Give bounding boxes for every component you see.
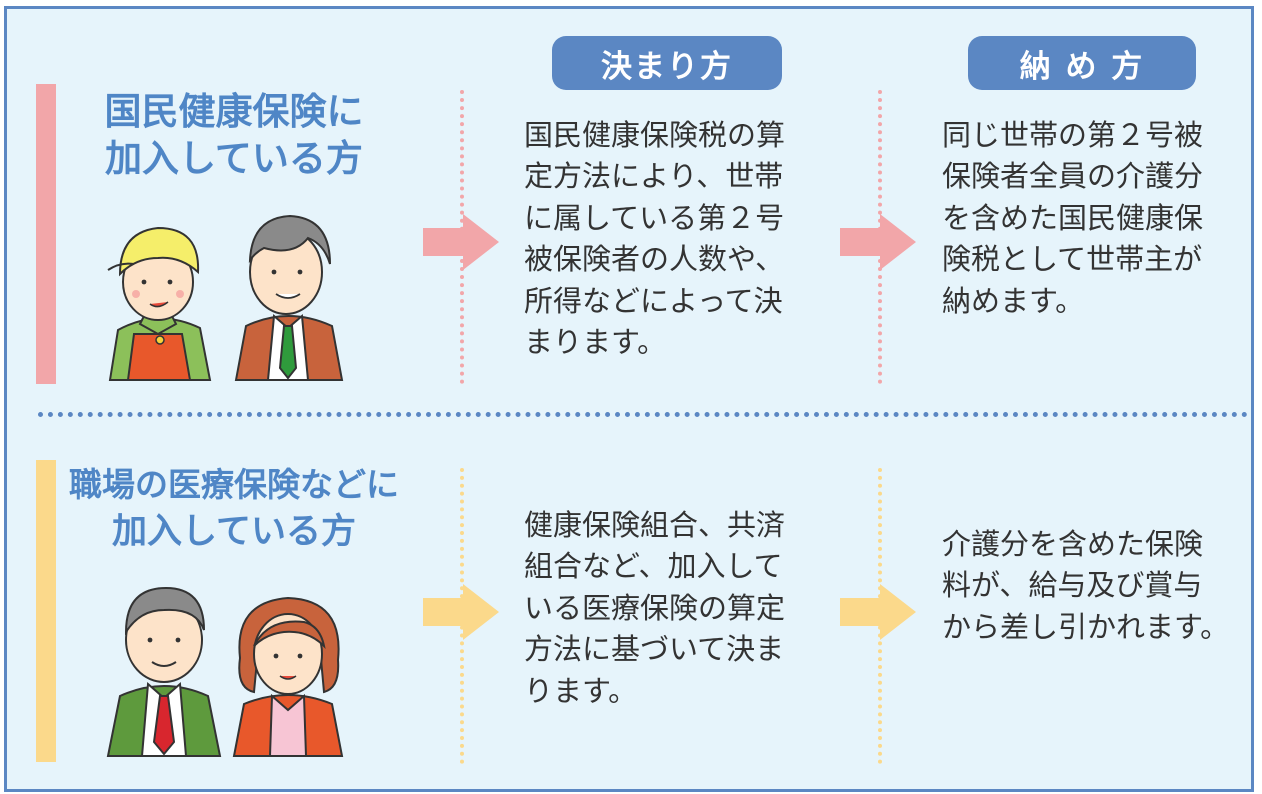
text-line: 国民健康保険税の算 [524,118,786,152]
elderly-man-icon [234,214,344,381]
header-payment: 納 め 方 [968,36,1196,90]
text-line: 納めます。 [942,283,1085,318]
text-line: 料が、給与及び賞与 [942,568,1203,603]
text-line: まります。 [524,325,667,360]
text-line: から差し引かれます。 [942,609,1230,644]
row1-title-line: 国民健康保険に [104,90,364,133]
row1-title-line: 加入している方 [105,137,363,181]
text-line: 被保険者の人数や、 [524,242,785,277]
text-line: に属している第２号 [524,200,785,235]
woman-icon [232,596,344,757]
row2-title-line: 加入している方 [112,511,356,552]
diagram-frame [4,6,1254,792]
row2-title-line: 職場の医療保険などに [69,465,399,504]
right-arrow-icon [840,584,916,640]
header-determination: 決まり方 [552,36,782,90]
row1-accent-bar [36,84,56,384]
text-line: 保険者全員の介護分 [942,159,1204,194]
text-line: 険税として世帯主が [942,242,1203,277]
row1-title: 国民健康保険に 加入している方 [64,88,404,183]
text-line: 介護分を含めた保険 [942,527,1204,561]
row1-payment-text: 同じ世帯の第２号被 保険者全員の介護分 を含めた国民健康保 険税として世帯主が … [942,115,1203,322]
woman-with-cap-icon [107,226,212,381]
row2-determination-text: 健康保険組合、共済 組合など、加入して いる医療保険の算定 方法に基づいて決ま … [524,505,785,712]
row2-accent-bar [36,460,56,762]
text-line: 定方法により、世帯 [524,159,784,194]
row1-determination-text: 国民健康保険税の算 定方法により、世帯 に属している第２号 被保険者の人数や、 … [524,115,785,364]
man-in-suit-icon [106,586,222,757]
text-line: 所得などによって決 [524,283,783,318]
row2-title: 職場の医療保険などに 加入している方 [64,462,404,556]
text-line: いる医療保険の算定 [524,590,786,625]
text-line: ります。 [524,673,638,708]
text-line: 健康保険組合、共済 [524,508,786,542]
text-line: 組合など、加入して [524,549,783,584]
right-arrow-icon [840,214,916,270]
row2-payment-text: 介護分を含めた保険 料が、給与及び賞与 から差し引かれます。 [942,524,1229,648]
text-line: 方法に基づいて決ま [524,632,785,667]
right-arrow-icon [423,214,499,270]
text-line: を含めた国民健康保 [942,200,1204,235]
text-line: 同じ世帯の第２号被 [942,118,1204,152]
row-separator [38,412,1248,417]
right-arrow-icon [423,584,499,640]
